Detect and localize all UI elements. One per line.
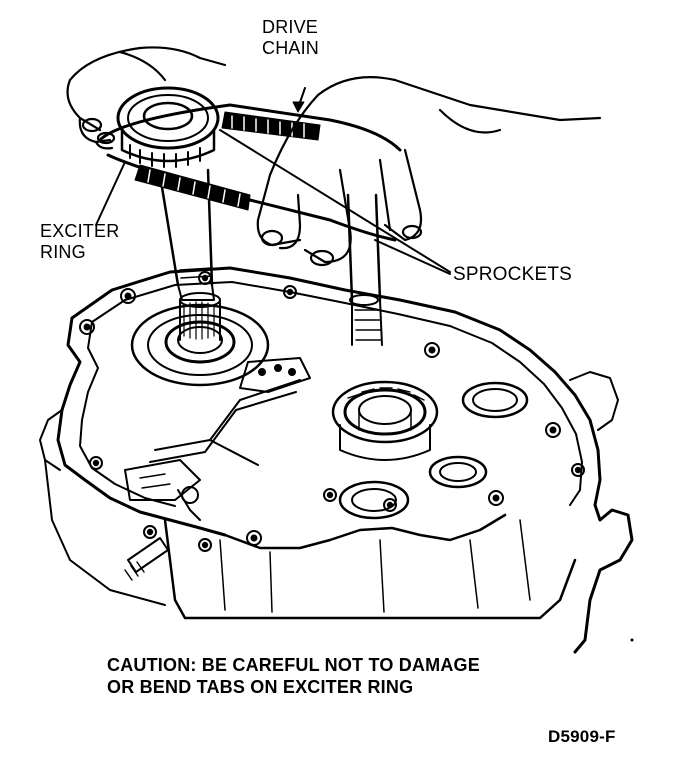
sprockets-label: SPROCKETS xyxy=(453,264,572,285)
caution-caption-line2: OR BEND TABS ON EXCITER RING xyxy=(107,677,414,697)
left-hand xyxy=(66,46,227,150)
drive-chain xyxy=(98,103,402,242)
sprocket-leader-left xyxy=(219,129,451,273)
case-housing xyxy=(39,266,634,654)
lower-bearing-bores xyxy=(338,381,529,520)
caution-caption: CAUTION: BE CAREFUL NOT TO DAMAGE OR BEN… xyxy=(107,654,480,698)
drive-chain-label-line2: CHAIN xyxy=(262,38,320,58)
figure-id: D5909-F xyxy=(548,726,616,747)
figure-id-text: D5909-F xyxy=(548,727,616,746)
bolt-stud xyxy=(124,537,169,581)
front-bearing-housing xyxy=(331,380,439,461)
exciter-ring-label: EXCITER RING xyxy=(40,221,119,263)
shift-linkage xyxy=(124,357,311,521)
drive-chain-label: DRIVE CHAIN xyxy=(262,17,319,59)
left-sprocket-with-exciter-ring xyxy=(116,86,220,168)
right-sprocket-shaft xyxy=(346,193,383,346)
rear-bearing-housing xyxy=(130,292,270,387)
exciter-ring-label-line2: RING xyxy=(40,242,86,262)
sprockets-label-text: SPROCKETS xyxy=(453,264,572,285)
exciter-ring-leader xyxy=(95,161,126,226)
leader-lines xyxy=(95,87,451,275)
right-hand xyxy=(256,76,602,267)
exciter-ring-label-line1: EXCITER xyxy=(40,221,120,241)
drive-chain-label-line1: DRIVE xyxy=(262,17,319,37)
sprocket-leader-right xyxy=(374,239,451,275)
caution-caption-line1: CAUTION: BE CAREFUL NOT TO DAMAGE xyxy=(107,655,480,675)
